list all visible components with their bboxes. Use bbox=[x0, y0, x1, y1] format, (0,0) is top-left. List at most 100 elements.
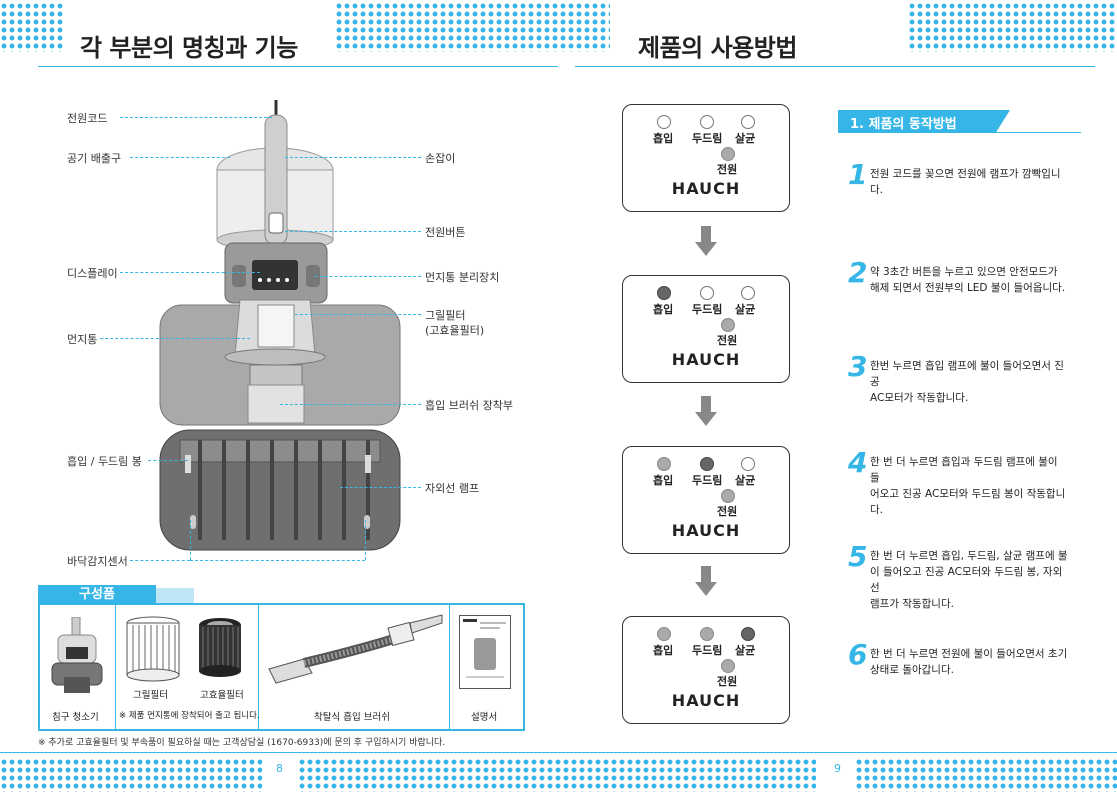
label-dust-bin: 먼지통 bbox=[67, 333, 98, 346]
lamp-power bbox=[721, 318, 735, 332]
component-cell-filters: 그릴필터 고효율필터 ※ 제품 먼지통에 장착되어 출고 됩니다. bbox=[115, 605, 260, 729]
panel-label-beat: 두드림 bbox=[692, 474, 723, 487]
leader-floor-sensor-h2 bbox=[190, 560, 365, 561]
components-box: 침구 청소기 그릴필터 고효율필터 ※ 제품 먼지통에 장착되어 출고 됩니다. bbox=[38, 603, 525, 731]
down-arrow-3 bbox=[695, 566, 717, 596]
panel-label-beat: 두드림 bbox=[692, 132, 723, 145]
component-label-brush: 착탈식 흡입 브러쉬 bbox=[314, 712, 390, 723]
lamp-power bbox=[721, 147, 735, 161]
components-title-tab: 구성품 bbox=[38, 585, 156, 605]
leader-power-button bbox=[285, 231, 421, 232]
panel-brand: HAUCH bbox=[671, 521, 741, 540]
label-display: 디스플레이 bbox=[67, 267, 118, 280]
leader-brush-mount bbox=[280, 404, 421, 405]
footer-dots-2 bbox=[298, 758, 816, 792]
left-page-title: 각 부분의 명칭과 기능 bbox=[80, 34, 298, 62]
leader-floor-sensor bbox=[130, 560, 190, 561]
control-panel-1: 흡입 두드림 살균 전원 HAUCH bbox=[622, 104, 790, 212]
grill-filter-image bbox=[126, 616, 180, 682]
panel-label-beat: 두드림 bbox=[692, 303, 723, 316]
lamp-power bbox=[721, 659, 735, 673]
section-title-bar bbox=[838, 110, 1010, 132]
lamp-beat bbox=[700, 286, 714, 300]
footer-dots-1 bbox=[0, 758, 262, 792]
leader-grill-filter bbox=[295, 314, 421, 315]
panel-label-sterilize: 살균 bbox=[735, 303, 756, 316]
panel-label-suction: 흡입 bbox=[653, 132, 674, 145]
header-line-left bbox=[38, 66, 558, 67]
panel-brand: HAUCH bbox=[671, 179, 741, 198]
page-number-right: 9 bbox=[834, 762, 841, 775]
panel-label-power: 전원 bbox=[717, 163, 738, 176]
leader-dust-bin bbox=[100, 338, 250, 339]
panel-brand: HAUCH bbox=[671, 350, 741, 369]
label-power-button: 전원버튼 bbox=[425, 226, 466, 239]
leader-power-cord bbox=[120, 117, 272, 118]
down-arrow-2 bbox=[695, 396, 717, 426]
lamp-sterilize bbox=[741, 286, 755, 300]
panel-label-sterilize: 살균 bbox=[735, 644, 756, 657]
right-page-title: 제품의 사용방법 bbox=[638, 34, 797, 62]
panel-label-power: 전원 bbox=[717, 675, 738, 688]
component-label-vacuum: 침구 청소기 bbox=[52, 712, 99, 723]
header-dots-right bbox=[908, 2, 1117, 52]
leader-floor-sensor-v2 bbox=[365, 520, 366, 560]
panel-label-power: 전원 bbox=[717, 505, 738, 518]
panel-label-suction: 흡입 bbox=[653, 474, 674, 487]
page-number-left: 8 bbox=[276, 762, 283, 775]
control-panel-4: 흡입 두드림 살균 전원 HAUCH bbox=[622, 616, 790, 724]
panel-label-suction: 흡입 bbox=[653, 303, 674, 316]
section-title: 1. 제품의 동작방법 bbox=[850, 117, 957, 132]
lamp-suction bbox=[657, 457, 671, 471]
lamp-power bbox=[721, 489, 735, 503]
lamp-beat bbox=[700, 457, 714, 471]
label-handle: 손잡이 bbox=[425, 152, 456, 165]
control-panel-2: 흡입 두드림 살균 전원 HAUCH bbox=[622, 275, 790, 383]
control-panel-3: 흡입 두드림 살균 전원 HAUCH bbox=[622, 446, 790, 554]
component-label-hepa-filter: 고효율필터 bbox=[200, 690, 244, 701]
label-power-cord: 전원코드 bbox=[67, 112, 108, 125]
label-hepa-filter: (고효율필터) bbox=[425, 324, 485, 337]
header-dots-left-2 bbox=[335, 2, 610, 52]
leader-air-exhaust bbox=[130, 157, 230, 158]
lamp-beat bbox=[700, 115, 714, 129]
components-note: ※ 제품 먼지통에 장착되어 출고 됩니다. bbox=[119, 711, 260, 721]
manual-image bbox=[459, 615, 511, 689]
step-number: 4 bbox=[848, 446, 868, 479]
label-beater-bar: 흡입 / 두드림 봉 bbox=[67, 455, 142, 468]
leader-uv-lamp bbox=[340, 487, 421, 488]
lamp-suction bbox=[657, 627, 671, 641]
down-arrow-1 bbox=[695, 226, 717, 256]
step-number: 5 bbox=[848, 540, 868, 573]
lamp-sterilize bbox=[741, 115, 755, 129]
label-uv-lamp: 자외선 램프 bbox=[425, 482, 480, 495]
step-number: 2 bbox=[848, 256, 868, 289]
step-text: 전원 코드를 꽂으면 전원에 램프가 깜빡입니다. bbox=[870, 168, 1061, 196]
panel-label-sterilize: 살균 bbox=[735, 474, 756, 487]
vacuum-thumb bbox=[51, 617, 103, 693]
component-cell-manual: 설명서 bbox=[449, 605, 521, 729]
component-label-grill-filter: 그릴필터 bbox=[133, 690, 168, 701]
component-label-manual: 설명서 bbox=[471, 712, 498, 723]
label-bin-release: 먼지통 분리장치 bbox=[425, 271, 500, 284]
header-line-right bbox=[575, 66, 1095, 67]
section-title-underline bbox=[838, 132, 1081, 133]
label-grill-filter: 그릴필터 bbox=[425, 309, 466, 322]
label-floor-sensor: 바닥감지센서 bbox=[67, 555, 128, 568]
lamp-suction bbox=[657, 286, 671, 300]
header-dots-left-1 bbox=[0, 2, 64, 52]
leader-display bbox=[120, 272, 260, 273]
left-footnote: ※ 추가로 고효율필터 및 부속품이 필요하실 때는 고객상담실 (1670-6… bbox=[38, 738, 446, 748]
panel-label-beat: 두드림 bbox=[692, 644, 723, 657]
panel-label-suction: 흡입 bbox=[653, 644, 674, 657]
panel-label-sterilize: 살균 bbox=[735, 132, 756, 145]
lamp-sterilize bbox=[741, 457, 755, 471]
components-title: 구성품 bbox=[79, 587, 115, 602]
panel-brand: HAUCH bbox=[671, 691, 741, 710]
leader-floor-sensor-v bbox=[190, 520, 191, 560]
hepa-filter-image bbox=[199, 618, 241, 677]
components-tab-shade bbox=[156, 588, 194, 603]
